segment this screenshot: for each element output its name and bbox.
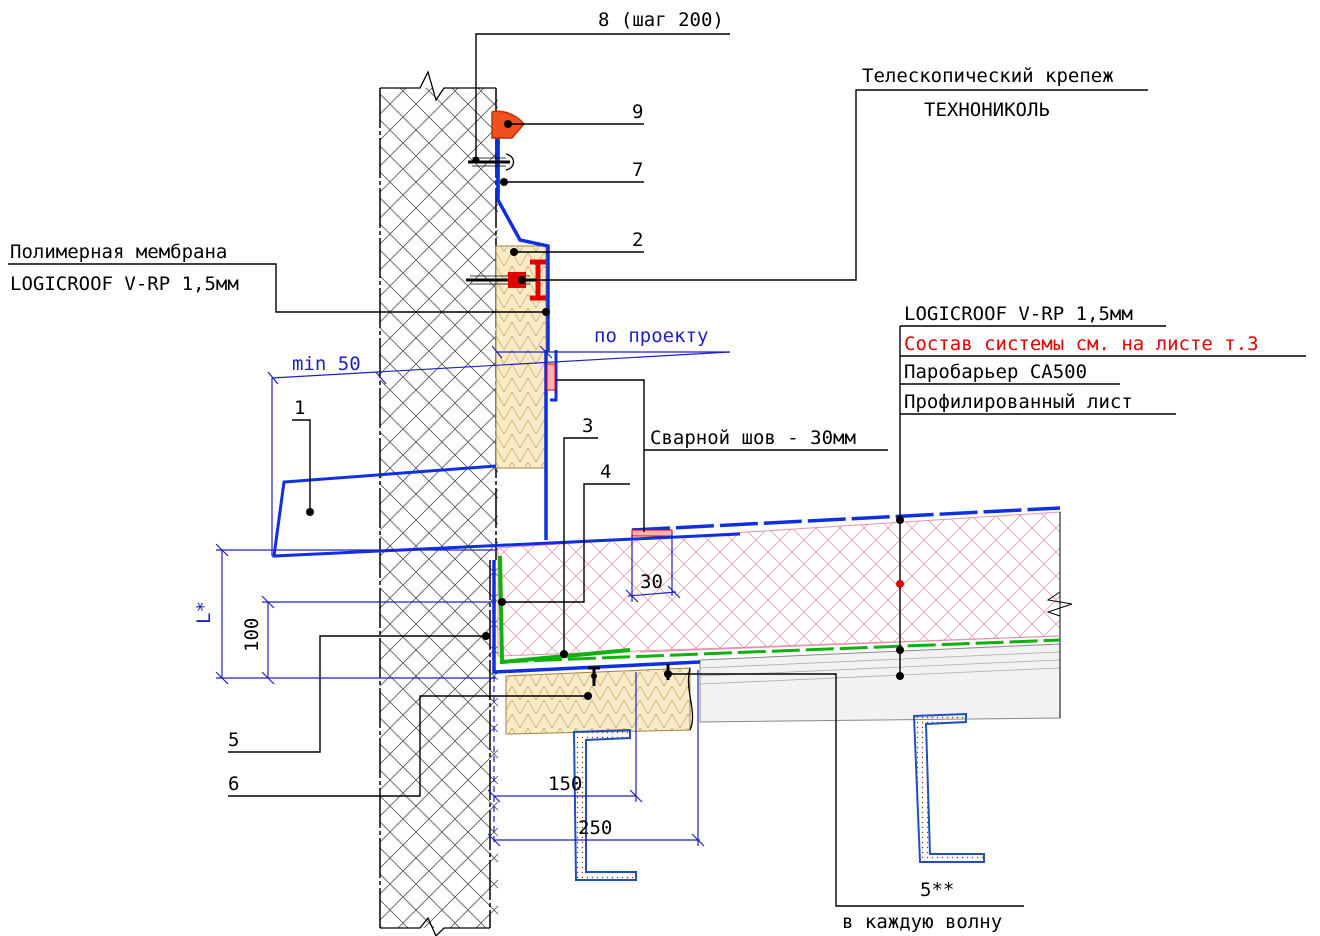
- dim-150: 150: [548, 773, 582, 795]
- label-system-4: Профилированный лист: [904, 391, 1133, 413]
- label-7: 7: [632, 159, 643, 181]
- label-5star: 5**: [920, 879, 954, 901]
- label-telescopic-2: ТЕХНОНИКОЛЬ: [924, 99, 1050, 121]
- label-6: 6: [228, 773, 239, 795]
- label-2: 2: [632, 229, 643, 251]
- label-system-2: Состав системы см. на листе т.3: [904, 333, 1259, 355]
- steel-purlin-right: [912, 712, 985, 863]
- dimension-lines: [215, 345, 731, 847]
- label-1: 1: [294, 397, 305, 419]
- label-min50: min 50: [292, 353, 361, 375]
- leader-lines: [8, 33, 1306, 907]
- dim-100: 100: [241, 618, 263, 652]
- label-3: 3: [582, 415, 593, 437]
- label-wave: в каждую волну: [842, 911, 1002, 933]
- membrane-and-flashings: [272, 120, 1061, 674]
- masonry-wall: [379, 70, 498, 936]
- dim-30: 30: [640, 571, 663, 593]
- label-system-1: LOGICROOF V-RP 1,5мм: [904, 303, 1133, 325]
- label-membrane-1: Полимерная мембрана: [10, 241, 227, 263]
- label-proekt: по проекту: [594, 325, 708, 347]
- label-8: 8 (шаг 200): [598, 9, 724, 31]
- label-5: 5: [228, 729, 239, 751]
- label-4: 4: [600, 461, 611, 483]
- vapor-barrier: [498, 555, 1061, 665]
- label-membrane-2: LOGICROOF V-RP 1,5мм: [10, 273, 239, 295]
- dim-250: 250: [578, 817, 612, 839]
- label-weld: Сварной шов - 30мм: [650, 427, 856, 449]
- roof-insulation-layer: [497, 511, 1061, 657]
- lower-insulation: [505, 667, 694, 735]
- label-telescopic-1: Телескопический крепеж: [862, 65, 1114, 87]
- steel-purlin-left: [572, 728, 637, 881]
- label-9: 9: [632, 101, 643, 123]
- dim-L: L*: [193, 601, 215, 624]
- label-system-3: Паробарьер СА500: [904, 361, 1087, 383]
